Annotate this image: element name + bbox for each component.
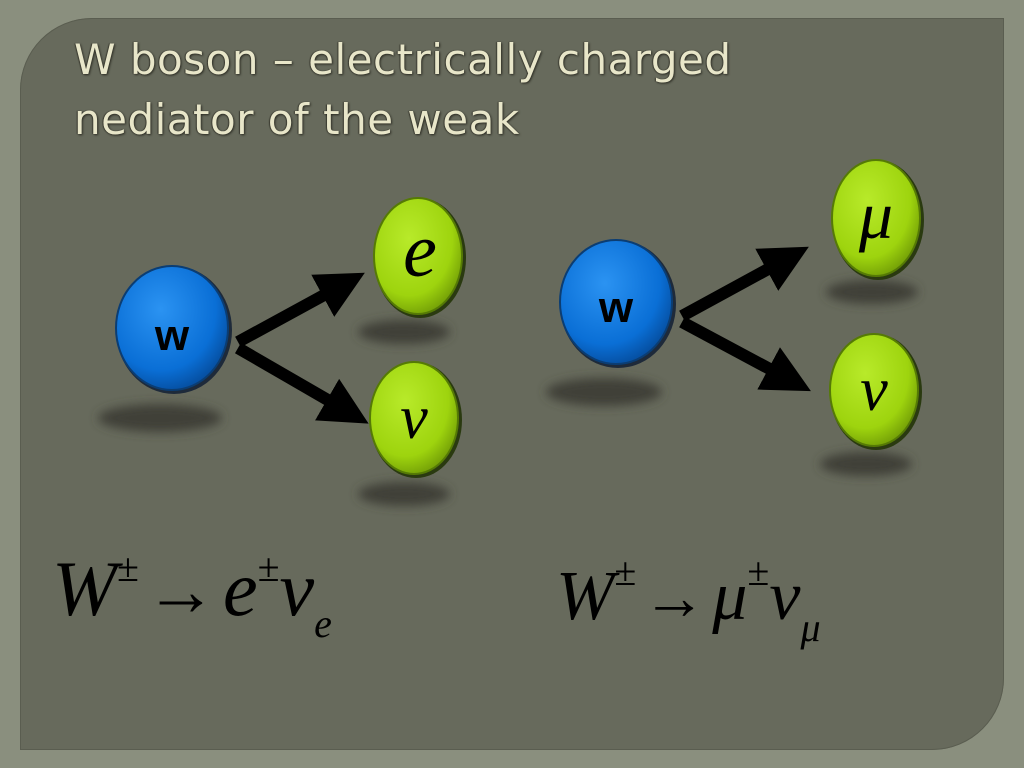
eq-right-lhs: W <box>556 558 615 635</box>
neutrino-ball-shadow-right <box>820 452 912 476</box>
neutrino-label-right: ν <box>860 356 888 424</box>
muon-label: μ <box>858 177 893 253</box>
neutrino-ball-right: ν <box>829 333 922 450</box>
eq-right-p2: ν <box>769 558 801 635</box>
diagram-right: w μ ν <box>546 159 924 476</box>
w-ball-shadow-right <box>546 378 662 406</box>
slide-title: W boson – electrically charged nediator … <box>74 30 732 150</box>
neutrino-ball-left: ν <box>369 361 462 478</box>
eq-left-arrow: → <box>144 551 217 631</box>
w-boson-label-left: w <box>154 311 190 360</box>
eq-left-p2: ν <box>279 545 315 632</box>
equation-muon-decay: W±→μ±νμ <box>556 552 821 648</box>
eq-left-p2-sub: e <box>314 601 332 646</box>
equation-electron-decay: W±→e±νe <box>52 548 332 644</box>
eq-right-p1: μ <box>712 558 748 635</box>
eq-right-arrow: → <box>642 562 707 633</box>
eq-left-lhs: W <box>52 545 117 632</box>
muon-ball-shadow <box>826 280 918 304</box>
neutrino-label-left: ν <box>400 384 428 452</box>
electron-ball: e <box>373 197 466 318</box>
decay-arrow-muon <box>679 246 809 322</box>
decay-arrow-electron <box>235 272 365 348</box>
electron-label: e <box>403 209 437 293</box>
eq-right-lhs-sup: ± <box>614 549 637 594</box>
slide-title-line-2: nediator of the weak <box>74 95 520 144</box>
w-boson-label-right: w <box>598 283 634 332</box>
eq-left-p1-sup: ± <box>257 545 280 590</box>
eq-left-lhs-sup: ± <box>116 545 139 590</box>
w-boson-ball-right: w <box>559 239 676 368</box>
decay-arrow-neutrino-left <box>234 342 369 424</box>
w-boson-ball-left: w <box>115 265 232 394</box>
diagram-left: w e ν <box>98 197 466 506</box>
w-ball-shadow-left <box>98 404 222 432</box>
slide-title-line-1: W boson – electrically charged <box>74 35 732 84</box>
muon-ball: μ <box>831 159 924 280</box>
eq-right-p2-sub: μ <box>800 605 821 650</box>
eq-right-p1-sup: ± <box>747 549 770 594</box>
decay-arrow-neutrino-right <box>679 316 811 392</box>
eq-left-p1: e <box>222 545 258 632</box>
electron-ball-shadow <box>358 320 450 344</box>
neutrino-ball-shadow-left <box>358 482 450 506</box>
